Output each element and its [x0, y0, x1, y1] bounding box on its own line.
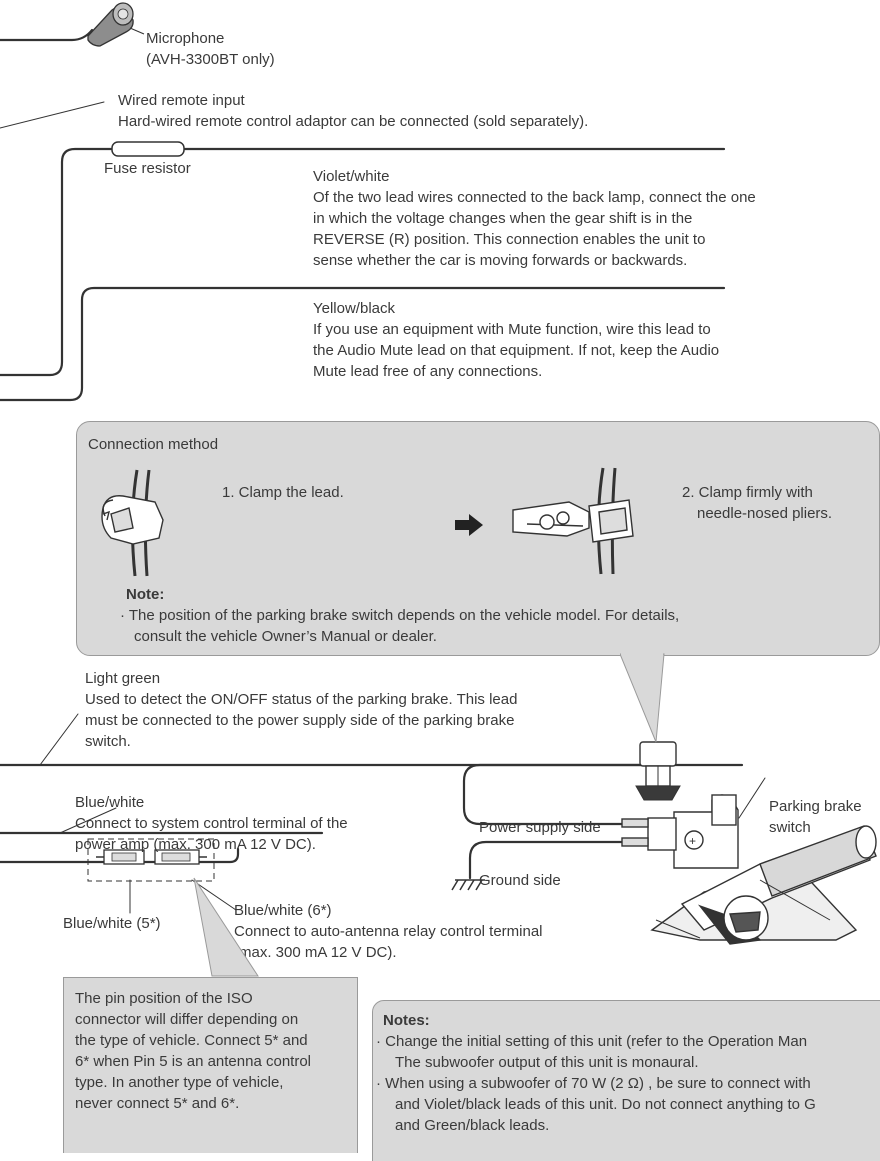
wired-remote-title: Wired remote input [118, 92, 245, 109]
note-line: · The position of the parking brake swit… [120, 607, 680, 624]
iso-note-callout: The pin position of the ISO connector wi… [63, 977, 358, 1153]
connection-method-title: Connection method [88, 436, 219, 453]
parking-brake-switch-icon: + [621, 794, 739, 869]
wire-clamp-icon [635, 741, 681, 801]
notes-heading: Notes: [383, 1012, 430, 1029]
blue-white-5-label: Blue/white (5*) [63, 915, 161, 932]
microphone-label: Microphone [146, 30, 225, 47]
iso-connector-dashed-frame [87, 838, 215, 882]
blue-white-6-line: (max. 300 mA 12 V DC). [234, 944, 397, 961]
blue-white-6-line: Connect to auto-antenna relay control te… [234, 923, 543, 940]
microphone-icon [87, 2, 145, 47]
parking-brake-lever-icon [650, 825, 877, 945]
notes-line: · When using a subwoofer of 70 W (2 Ω) ,… [376, 1075, 811, 1092]
note-line: consult the vehicle Owner’s Manual or de… [134, 628, 437, 645]
blue-white-line: Connect to system control terminal of th… [75, 815, 348, 832]
iso-note-pointer [193, 877, 259, 977]
light-green-title: Light green [85, 670, 161, 687]
yellow-black-wire [0, 286, 726, 402]
yellow-black-title: Yellow/black [313, 300, 395, 317]
iso-note-line: connector will differ depending on [75, 1011, 299, 1028]
lever-base-shadow [655, 879, 831, 939]
fuse-resistor-icon [100, 141, 185, 157]
microphone-note: (AVH-3300BT only) [146, 51, 275, 68]
iso-note-line: type. In another type of vehicle, [75, 1074, 284, 1091]
notes-box: Notes: · Change the initial setting of t… [372, 1000, 880, 1161]
arrow-right-icon [455, 514, 483, 536]
violet-white-title: Violet/white [313, 168, 390, 185]
violet-white-wire [0, 147, 726, 377]
pliers-illustration-icon [512, 467, 634, 575]
iso-note-line: the type of vehicle. Connect 5* and [75, 1032, 308, 1049]
iso-note-line: 6* when Pin 5 is an antenna control [75, 1053, 311, 1070]
clamp-lead-illustration-icon [101, 469, 164, 577]
ground-lead [468, 840, 624, 880]
parking-brake-switch-label-line1: Parking brake [769, 798, 862, 815]
iso-note-line: The pin position of the ISO [75, 990, 253, 1007]
notes-line: and Violet/black leads of this unit. Do … [395, 1096, 816, 1113]
yellow-black-line: If you use an equipment with Mute functi… [313, 321, 711, 338]
power-supply-lead [462, 763, 657, 826]
blue-white-title: Blue/white [75, 794, 145, 811]
light-green-leader [39, 713, 79, 766]
iso-note-line: never connect 5* and 6*. [75, 1095, 240, 1112]
notes-line: The subwoofer output of this unit is mon… [395, 1054, 699, 1071]
svg-text:+: + [689, 834, 696, 848]
yellow-black-line: Mute lead free of any connections. [313, 363, 543, 380]
blue-white-leader [59, 807, 117, 834]
blue-white-6-title: Blue/white (6*) [234, 902, 332, 919]
fuse-resistor-label: Fuse resistor [104, 160, 191, 177]
violet-white-line: REVERSE (R) position. This connection en… [313, 231, 706, 248]
blue-white-56-wire [0, 847, 240, 864]
connection-method-callout: Connection method 1. Clamp the lead. 2. … [76, 421, 880, 656]
parking-brake-leader [738, 777, 766, 819]
step-2-label-line2: needle-nosed pliers. [697, 505, 833, 522]
note-heading: Note: [126, 586, 165, 603]
ground-symbol-icon [451, 879, 485, 891]
light-green-line: Used to detect the ON/OFF status of the … [85, 691, 518, 708]
violet-white-line: sense whether the car is moving forwards… [313, 252, 688, 269]
connector-6-icon [154, 849, 207, 865]
violet-white-line: Of the two lead wires connected to the b… [313, 189, 756, 206]
light-green-line: must be connected to the power supply si… [85, 712, 515, 729]
violet-white-line: in which the voltage changes when the ge… [313, 210, 693, 227]
step-2-label-line1: 2. Clamp firmly with [682, 484, 813, 501]
light-green-line: switch. [85, 733, 131, 750]
yellow-black-line: the Audio Mute lead on that equipment. I… [313, 342, 720, 359]
power-supply-side-label: Power supply side [479, 819, 601, 836]
bw6-leader [191, 879, 237, 911]
step-1-label: 1. Clamp the lead. [222, 484, 344, 501]
connection-callout-pointer [620, 652, 665, 743]
parking-brake-switch-label-line2: switch [769, 819, 811, 836]
connector-5-icon [96, 849, 145, 865]
microphone-cable [0, 28, 94, 42]
wired-remote-leader [0, 101, 105, 129]
ground-side-label: Ground side [479, 872, 561, 889]
blue-white-line: power amp (max. 300 mA 12 V DC). [75, 836, 316, 853]
notes-line: · Change the initial setting of this uni… [376, 1033, 808, 1050]
wired-remote-desc: Hard-wired remote control adaptor can be… [118, 113, 589, 130]
notes-line: and Green/black leads. [395, 1117, 550, 1134]
